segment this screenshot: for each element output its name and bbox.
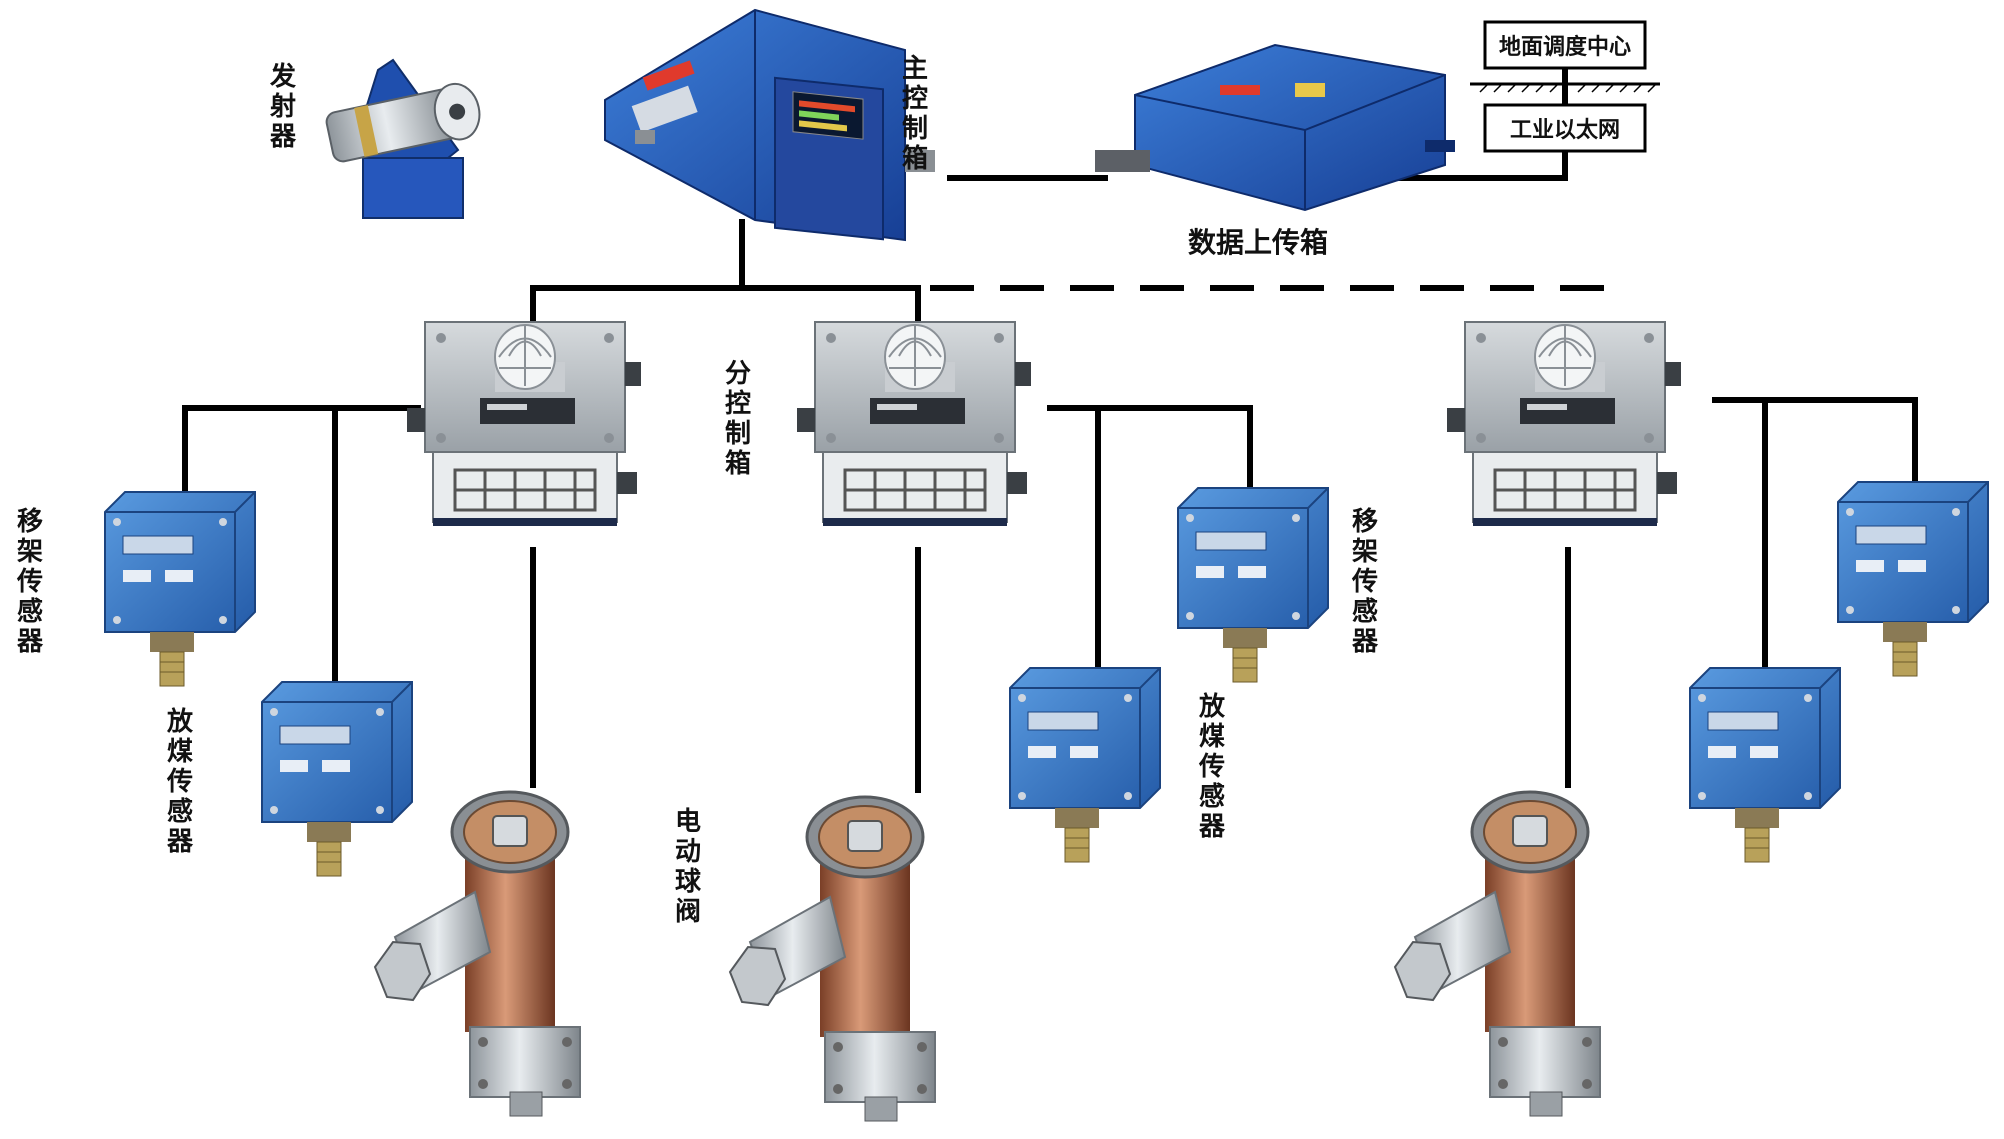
electric-ball-valve-2 (728, 795, 937, 1123)
coal-sensor-left-device (261, 681, 413, 877)
support-sensor-left-label: 移架传感器 (16, 507, 44, 657)
ground-dispatch-center-box: 地面调度中心 (1483, 20, 1647, 70)
industrial-ethernet-box: 工业以太网 (1483, 103, 1647, 153)
support-sensor-right-device (1177, 487, 1329, 683)
support-sensor-right-label: 移架传感器 (1351, 507, 1379, 657)
sub-control-box-3 (1445, 320, 1683, 528)
coal-sensor-right-label: 放煤传感器 (1198, 691, 1226, 842)
sub-control-box-2 (795, 320, 1033, 528)
industrial-ethernet-label: 工业以太网 (1510, 118, 1620, 143)
data-upload-box-device (1095, 43, 1455, 212)
coal-sensor-right-device (1009, 667, 1161, 863)
coal-sensor-left-label: 放煤传感器 (166, 706, 194, 857)
emitter-label: 发射器 (269, 61, 297, 152)
connection-lines (182, 67, 1918, 793)
coal-sensor-far-right-device (1689, 667, 1841, 863)
main-control-box-device (604, 8, 935, 242)
data-upload-box-label: 数据上传箱 (1188, 226, 1328, 259)
electric-ball-valve-1 (373, 790, 582, 1118)
support-sensor-far-right-device (1837, 481, 1989, 677)
ground-dispatch-center-label: 地面调度中心 (1499, 34, 1631, 60)
emitter-device (325, 58, 481, 219)
sub-control-box-label: 分控制箱 (725, 359, 751, 479)
sub-control-box-1 (405, 320, 643, 528)
main-control-box-label: 主控制箱 (902, 54, 928, 174)
support-sensor-left-device (104, 491, 256, 687)
electric-ball-valve-label: 电动球阀 (675, 807, 702, 927)
electric-ball-valve-3 (1393, 790, 1602, 1118)
ground-hatch (1470, 82, 1660, 93)
